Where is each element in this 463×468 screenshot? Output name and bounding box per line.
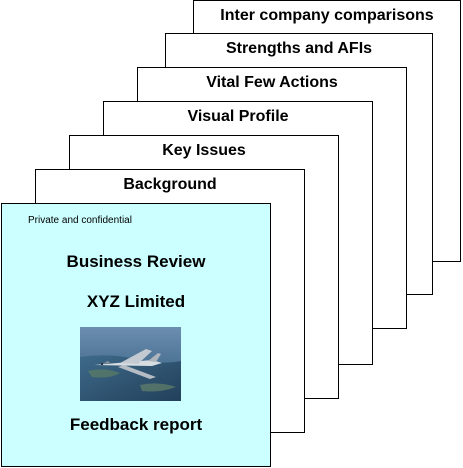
company-name: XYZ Limited (86, 292, 186, 311)
fighter-jet-photo (80, 327, 181, 401)
page-title: Visual Profile (187, 108, 289, 125)
page-title: Vital Few Actions (206, 74, 338, 91)
confidential-label: Private and confidential (28, 215, 132, 226)
jet-shape (94, 349, 162, 379)
page-title: Inter company comparisons (220, 7, 434, 24)
cover-page: Private and confidential Business Review… (1, 203, 271, 467)
page-title: Key Issues (162, 142, 246, 159)
page-title: Strengths and AFIs (225, 40, 373, 57)
cover-subtitle: Feedback report (69, 415, 203, 434)
cover-title: Business Review (66, 252, 206, 271)
page-title: Background (123, 176, 217, 193)
